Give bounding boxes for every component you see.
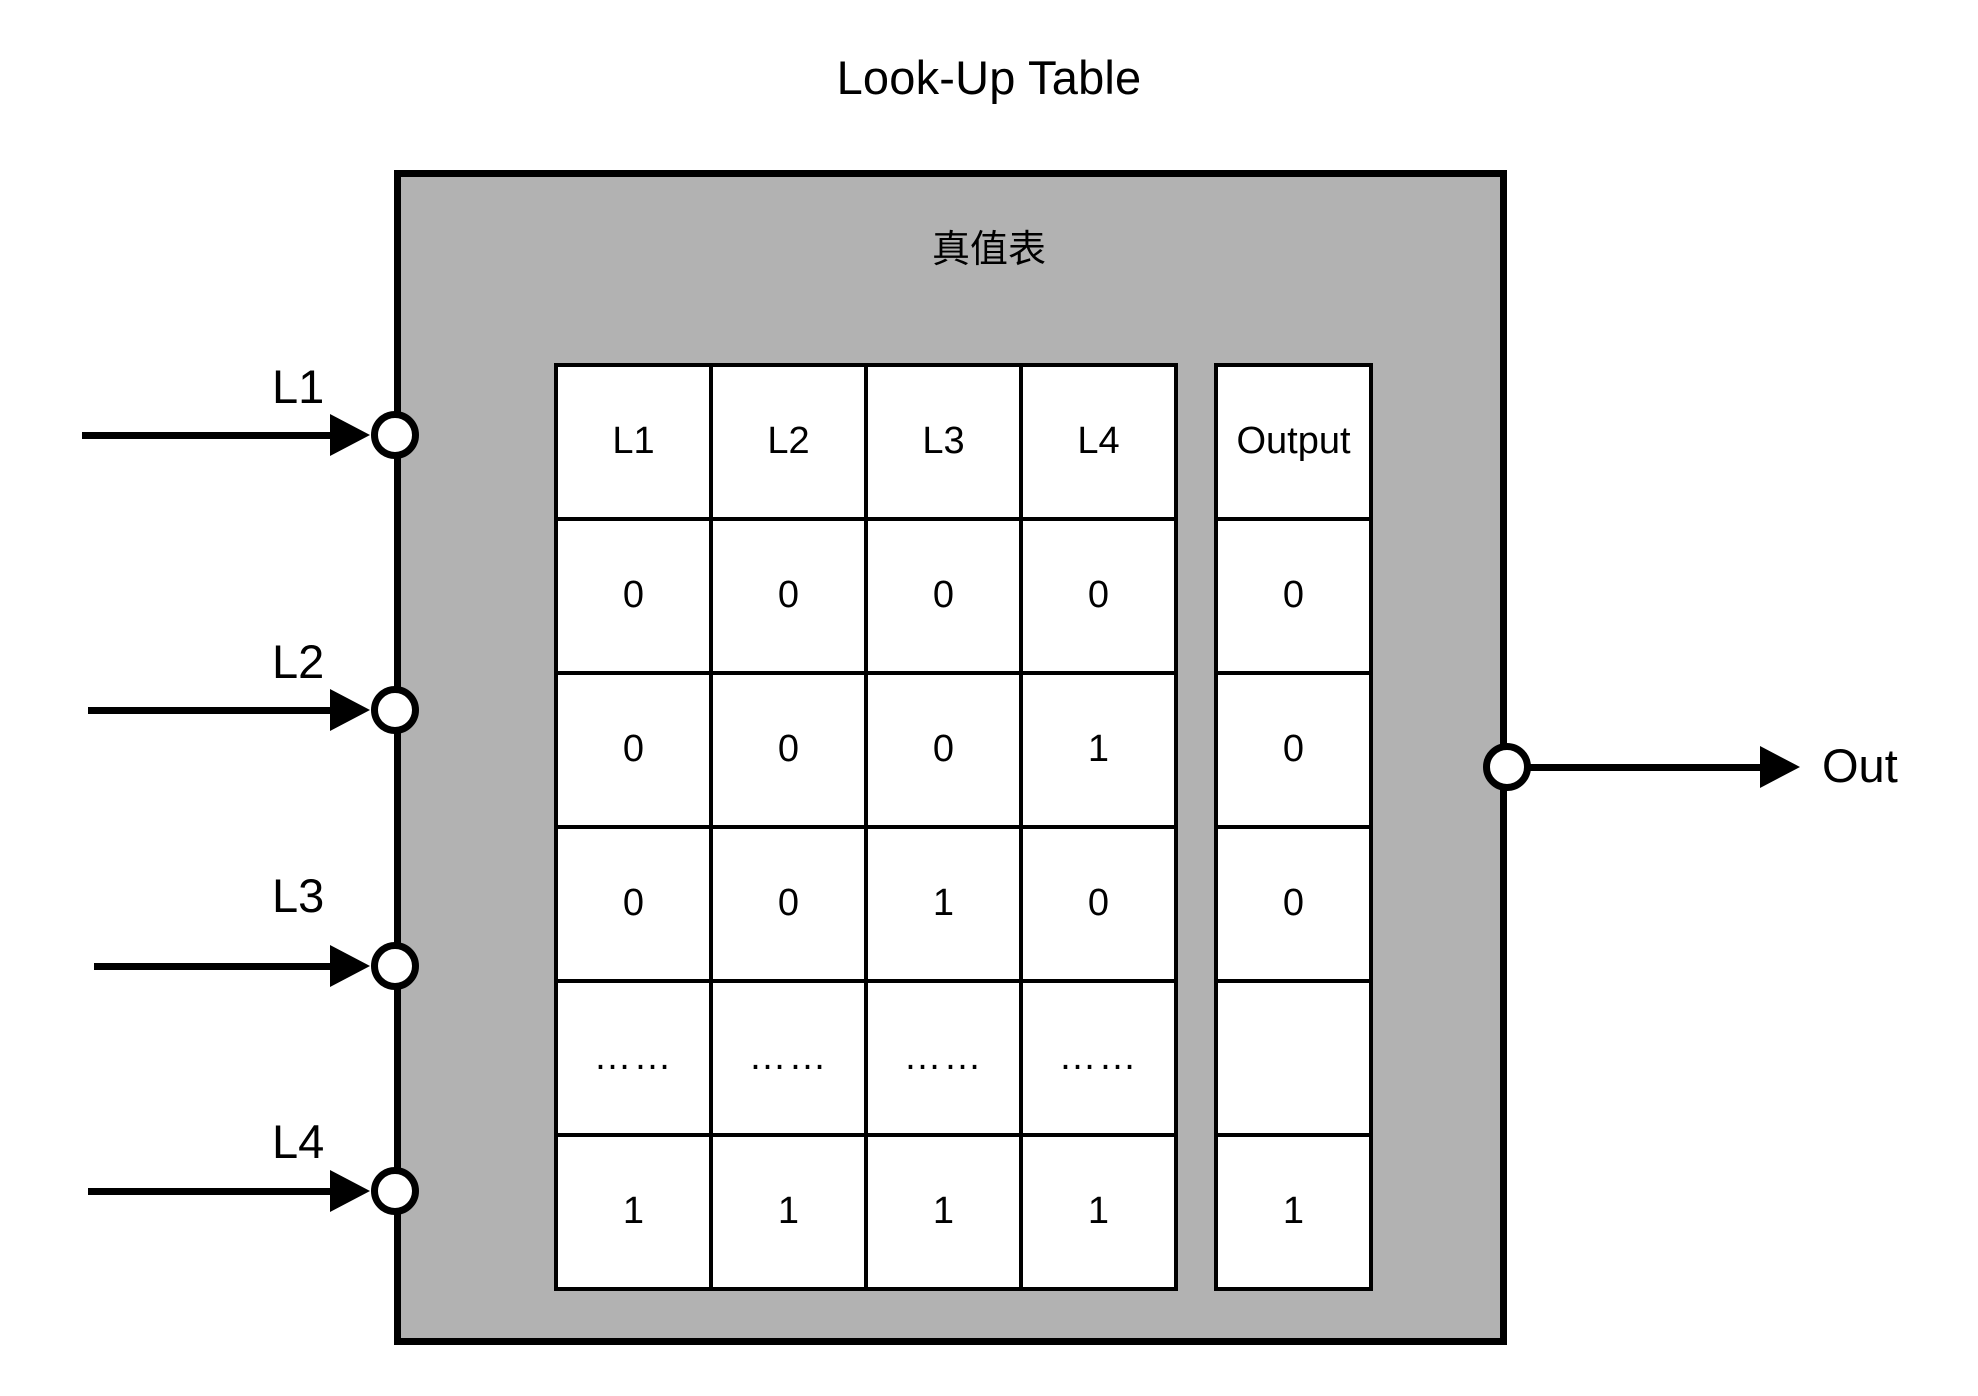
input-label-l3: L3 — [272, 869, 325, 922]
input-wire-l1 — [82, 432, 344, 439]
input-wire-l3 — [94, 963, 344, 970]
cell-input: 0 — [554, 671, 713, 829]
table-row: 0 0 0 1 — [554, 671, 1178, 829]
arrowhead-icon-l3 — [330, 945, 370, 987]
cell-input: 0 — [554, 517, 713, 675]
output-wire — [1530, 764, 1782, 771]
table-row: 1 1 1 1 — [554, 1133, 1178, 1291]
input-label-l1: L1 — [272, 360, 325, 413]
cell-input: 0 — [709, 825, 868, 983]
cell-input-ellipsis: …… — [554, 979, 713, 1137]
arrowhead-icon-out — [1760, 746, 1800, 788]
truth-table-output: Output 0 0 0 1 — [1214, 363, 1373, 1291]
table-header-row: L1 L2 L3 L4 — [554, 363, 1178, 521]
output-label: Out — [1822, 739, 1898, 792]
cell-input: 1 — [864, 1133, 1023, 1291]
cell-input-ellipsis: …… — [1019, 979, 1178, 1137]
truth-table-inputs: L1 L2 L3 L4 0 0 0 0 0 0 0 1 0 0 1 0 — [554, 363, 1178, 1291]
input-label-l4: L4 — [272, 1115, 325, 1168]
cell-output: 0 — [1214, 825, 1373, 983]
column-header-l1: L1 — [554, 363, 713, 521]
table-header-row: Output — [1214, 363, 1373, 521]
cell-output-blank — [1214, 979, 1373, 1137]
output-port-out[interactable] — [1483, 743, 1531, 791]
cell-input: 0 — [554, 825, 713, 983]
table-row: 0 0 1 0 — [554, 825, 1178, 983]
input-port-l3[interactable] — [371, 942, 419, 990]
cell-output: 0 — [1214, 671, 1373, 829]
cell-input: 0 — [709, 517, 868, 675]
input-wire-l4 — [88, 1188, 344, 1195]
arrowhead-icon-l2 — [330, 689, 370, 731]
cell-input: 1 — [1019, 671, 1178, 829]
table-row: 0 — [1214, 517, 1373, 675]
arrowhead-icon-l1 — [330, 414, 370, 456]
cell-input: 0 — [1019, 825, 1178, 983]
cell-input: 1 — [554, 1133, 713, 1291]
table-row: 0 0 0 0 — [554, 517, 1178, 675]
column-header-l2: L2 — [709, 363, 868, 521]
cell-input: 1 — [864, 825, 1023, 983]
cell-input: 0 — [864, 517, 1023, 675]
cell-input: 0 — [1019, 517, 1178, 675]
input-port-l2[interactable] — [371, 686, 419, 734]
input-wire-l2 — [88, 707, 344, 714]
cell-output: 0 — [1214, 517, 1373, 675]
table-row-ellipsis: …… …… …… …… — [554, 979, 1178, 1137]
input-port-l1[interactable] — [371, 411, 419, 459]
column-header-l4: L4 — [1019, 363, 1178, 521]
cell-input: 1 — [1019, 1133, 1178, 1291]
cell-input: 0 — [864, 671, 1023, 829]
page-title: Look-Up Table — [836, 51, 1142, 104]
arrowhead-icon-l4 — [330, 1170, 370, 1212]
table-row-ellipsis — [1214, 979, 1373, 1137]
column-header-output: Output — [1214, 363, 1373, 521]
cell-input-ellipsis: …… — [864, 979, 1023, 1137]
cell-input: 1 — [709, 1133, 868, 1291]
column-header-l3: L3 — [864, 363, 1023, 521]
table-row: 1 — [1214, 1133, 1373, 1291]
cell-output: 1 — [1214, 1133, 1373, 1291]
cell-input-ellipsis: …… — [709, 979, 868, 1137]
cell-input: 0 — [709, 671, 868, 829]
table-row: 0 — [1214, 825, 1373, 983]
lut-subtitle: 真值表 — [931, 229, 1046, 271]
input-port-l4[interactable] — [371, 1167, 419, 1215]
table-row: 0 — [1214, 671, 1373, 829]
input-label-l2: L2 — [272, 635, 325, 688]
